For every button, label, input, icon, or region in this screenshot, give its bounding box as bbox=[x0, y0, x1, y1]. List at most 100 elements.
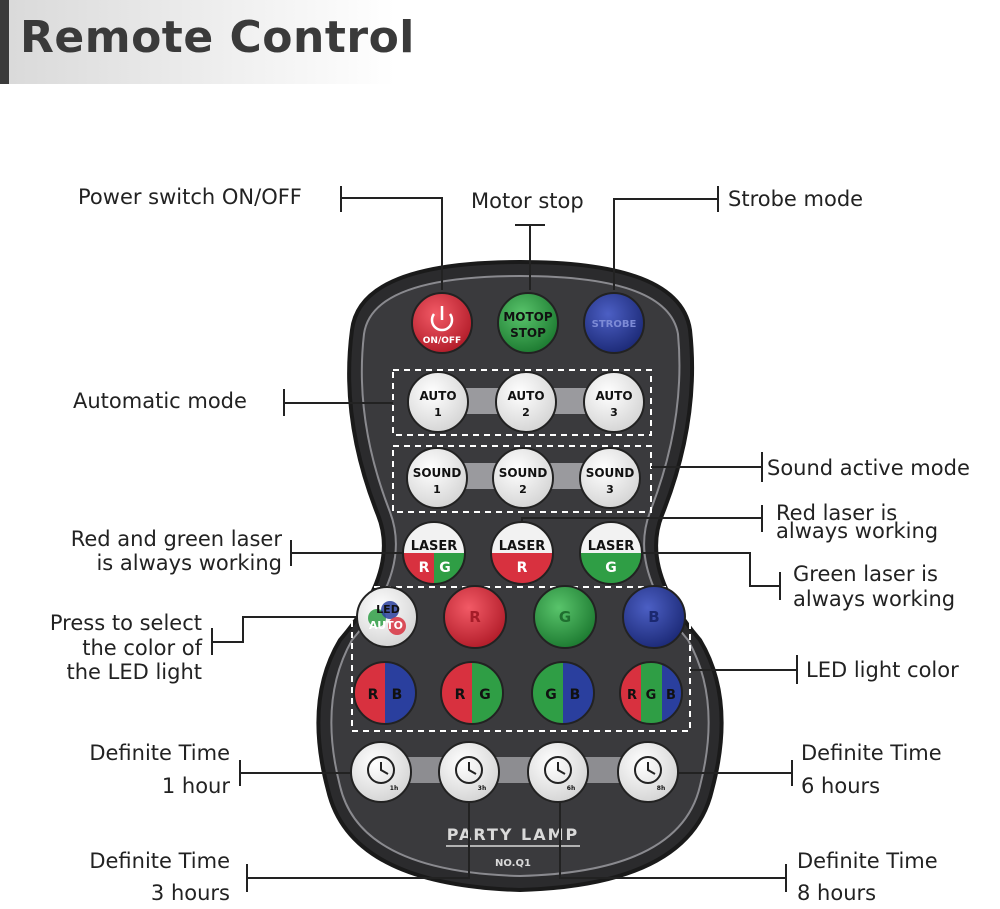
svg-text:G: G bbox=[479, 687, 491, 703]
svg-text:AUTO: AUTO bbox=[507, 389, 544, 403]
led-dashed-box bbox=[351, 586, 691, 732]
svg-text:R: R bbox=[368, 687, 379, 703]
led-auto-button[interactable]: LED AUTO bbox=[356, 586, 418, 648]
svg-text:G: G bbox=[646, 688, 657, 703]
svg-text:AUTO: AUTO bbox=[419, 389, 456, 403]
label-t8-1: Definite Time bbox=[797, 849, 938, 873]
svg-text:LASER: LASER bbox=[411, 539, 458, 554]
svg-text:SOUND: SOUND bbox=[413, 466, 462, 480]
label-t1-1: Definite Time bbox=[89, 741, 230, 765]
led-green-button[interactable]: G bbox=[533, 585, 597, 649]
svg-text:AUTO: AUTO bbox=[369, 619, 403, 632]
power-button-label: ON/OFF bbox=[423, 336, 461, 346]
label-press-1: Press to select bbox=[49, 611, 202, 635]
svg-text:1: 1 bbox=[433, 483, 441, 496]
svg-text:2: 2 bbox=[522, 406, 530, 419]
svg-text:SOUND: SOUND bbox=[499, 466, 548, 480]
label-power: Power switch ON/OFF bbox=[78, 185, 302, 209]
label-green-laser-2: always working bbox=[793, 587, 956, 611]
svg-text:LED: LED bbox=[376, 603, 400, 616]
laser-rg-button[interactable]: LASER R G bbox=[402, 521, 466, 585]
svg-text:R: R bbox=[627, 688, 637, 703]
led-rb-button[interactable]: R B bbox=[353, 661, 417, 725]
label-t6-1: Definite Time bbox=[801, 741, 942, 765]
model-label: NO.Q1 bbox=[495, 858, 531, 869]
laser-r-button[interactable]: LASER R bbox=[490, 521, 554, 585]
svg-text:3: 3 bbox=[610, 406, 618, 419]
page-title: Remote Control bbox=[20, 12, 415, 63]
led-blue-button[interactable]: B bbox=[622, 585, 686, 649]
timer-3h-button[interactable]: 3h bbox=[438, 741, 500, 803]
svg-text:B: B bbox=[570, 687, 581, 703]
svg-text:B: B bbox=[666, 688, 676, 703]
label-t3-2: 3 hours bbox=[150, 881, 230, 905]
svg-text:R: R bbox=[419, 560, 430, 576]
power-button[interactable] bbox=[411, 292, 473, 354]
title-bar bbox=[0, 0, 395, 84]
svg-text:R: R bbox=[455, 687, 466, 703]
label-strobe: Strobe mode bbox=[728, 187, 864, 211]
svg-text:1: 1 bbox=[434, 406, 442, 419]
laser-g-button[interactable]: LASER G bbox=[579, 521, 643, 585]
auto-3-button[interactable]: AUTO 3 bbox=[583, 371, 645, 433]
svg-text:1h: 1h bbox=[390, 785, 398, 792]
auto-2-button[interactable]: AUTO 2 bbox=[495, 371, 557, 433]
led-red-button[interactable]: R bbox=[443, 585, 507, 649]
svg-text:B: B bbox=[392, 687, 403, 703]
title-accent bbox=[0, 0, 9, 84]
timer-6h-button[interactable]: 6h bbox=[527, 741, 589, 803]
svg-text:B: B bbox=[648, 608, 659, 626]
svg-text:3: 3 bbox=[606, 483, 614, 496]
label-automatic: Automatic mode bbox=[73, 389, 247, 413]
svg-text:2: 2 bbox=[519, 483, 527, 496]
label-sound: Sound active mode bbox=[767, 456, 970, 480]
auto-dashed-box bbox=[392, 369, 652, 436]
timer-1h-button[interactable]: 1h bbox=[350, 741, 412, 803]
label-led-color: LED light color bbox=[806, 658, 959, 682]
led-rg-button[interactable]: R G bbox=[440, 661, 504, 725]
motor-stop-label-bottom: STOP bbox=[510, 326, 546, 340]
label-rg-laser-2: is always working bbox=[96, 551, 282, 575]
svg-text:G: G bbox=[559, 608, 571, 626]
label-t8-2: 8 hours bbox=[797, 881, 877, 905]
timer-8h-button[interactable]: 8h bbox=[617, 741, 679, 803]
svg-text:3h: 3h bbox=[478, 785, 486, 792]
led-rgb-button[interactable]: R G B bbox=[619, 661, 683, 725]
auto-1-button[interactable]: AUTO 1 bbox=[407, 371, 469, 433]
label-green-laser-1: Green laser is bbox=[793, 562, 938, 586]
svg-text:G: G bbox=[439, 560, 451, 576]
svg-text:G: G bbox=[545, 687, 557, 703]
sound-3-button[interactable]: SOUND 3 bbox=[579, 447, 641, 509]
strobe-label: STROBE bbox=[592, 319, 637, 330]
strobe-button[interactable] bbox=[583, 292, 645, 354]
clock-icon bbox=[367, 756, 395, 784]
label-red-laser-2: always working bbox=[776, 519, 939, 543]
label-red-laser-1: Red laser is bbox=[776, 501, 898, 525]
svg-text:SOUND: SOUND bbox=[586, 466, 635, 480]
sound-dashed-box bbox=[392, 445, 652, 513]
motor-stop-button[interactable] bbox=[497, 292, 559, 354]
label-motor: Motor stop bbox=[471, 189, 584, 213]
svg-text:R: R bbox=[469, 608, 481, 626]
svg-text:R: R bbox=[517, 560, 528, 576]
clock-icon bbox=[634, 756, 662, 784]
label-press-3: the LED light bbox=[66, 660, 203, 684]
label-press-2: the color of bbox=[82, 636, 202, 660]
svg-text:6h: 6h bbox=[567, 785, 575, 792]
power-icon bbox=[430, 313, 454, 332]
clock-icon bbox=[455, 756, 483, 784]
clock-icon bbox=[544, 756, 572, 784]
svg-text:8h: 8h bbox=[657, 785, 665, 792]
svg-text:LASER: LASER bbox=[588, 539, 635, 554]
leader-lines bbox=[211, 186, 798, 892]
sound-1-button[interactable]: SOUND 1 bbox=[406, 447, 468, 509]
svg-text:G: G bbox=[605, 560, 617, 576]
svg-text:AUTO: AUTO bbox=[595, 389, 632, 403]
led-gb-button[interactable]: G B bbox=[531, 661, 595, 725]
label-t1-2: 1 hour bbox=[161, 774, 230, 798]
svg-text:LASER: LASER bbox=[499, 539, 546, 554]
motor-stop-label-top: MOTOP bbox=[503, 310, 553, 324]
sound-2-button[interactable]: SOUND 2 bbox=[492, 447, 554, 509]
label-t6-2: 6 hours bbox=[801, 774, 881, 798]
